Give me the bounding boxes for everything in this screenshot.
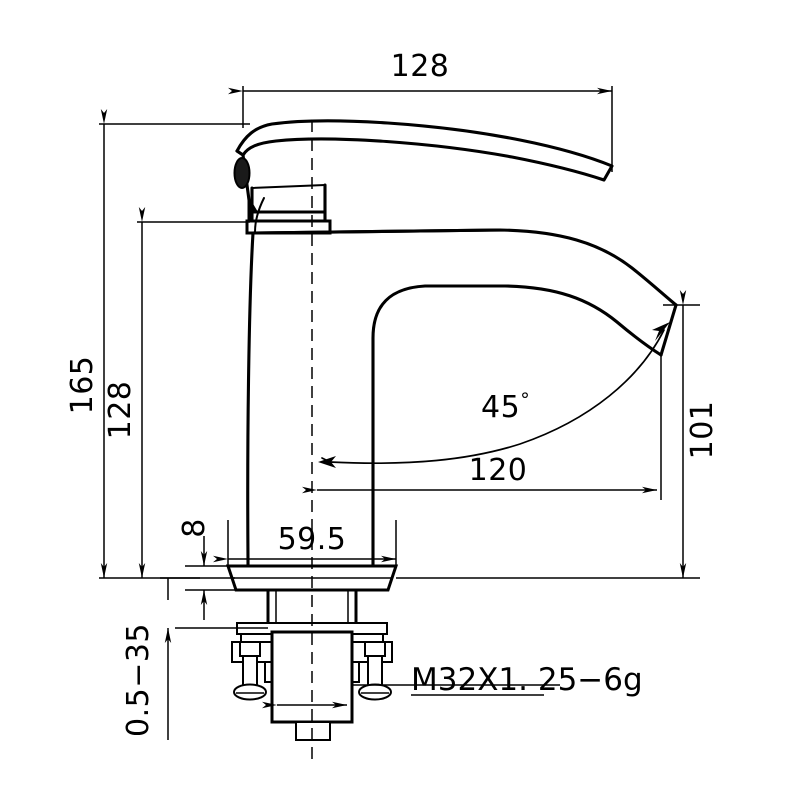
body-bottom-nipple bbox=[295, 721, 331, 741]
dim-label-101: 101 bbox=[685, 401, 720, 460]
dimension-59-5: 59.5 bbox=[213, 520, 397, 566]
dimension-120: 120 bbox=[302, 355, 662, 500]
bolt-right-cap bbox=[364, 641, 386, 657]
dimension-45-degree: 45° bbox=[318, 322, 670, 468]
dim-label-59-5: 59.5 bbox=[278, 522, 347, 557]
mounting-bolt-right-shaft bbox=[367, 654, 383, 689]
lever-pivot-cap bbox=[233, 157, 251, 189]
thread-spec-label: M32X1. 25−6g bbox=[411, 662, 643, 698]
faucet-product-geometry bbox=[225, 119, 678, 741]
angle-leader-arrowhead-tip bbox=[652, 322, 670, 341]
spout-top-edge bbox=[251, 228, 502, 235]
dimension-128-top: 128 bbox=[228, 49, 613, 172]
angle-leader-arc bbox=[329, 329, 665, 465]
handle-blade-outline bbox=[235, 119, 614, 182]
dim-label-120: 120 bbox=[469, 453, 528, 488]
dim-label-128-left: 128 bbox=[103, 381, 138, 440]
angle-leader-arrowhead bbox=[318, 456, 336, 468]
bolt-left-cap bbox=[239, 641, 261, 657]
thread-spec-callout: M32X1. 25−6g bbox=[262, 662, 643, 709]
dimension-8: 8 bbox=[177, 518, 240, 620]
spout-outer-profile bbox=[246, 228, 678, 562]
handle-stem-top-edge bbox=[251, 184, 326, 189]
dimension-165: 165 bbox=[65, 109, 250, 579]
dimension-128-left: 128 bbox=[103, 207, 250, 578]
dim-label-8: 8 bbox=[177, 518, 212, 538]
dimension-101: 101 bbox=[396, 290, 720, 579]
dim-label-165: 165 bbox=[65, 356, 100, 415]
handle-stem-collar bbox=[247, 200, 327, 223]
handle-swing-arc bbox=[254, 197, 265, 233]
spout-inner-profile bbox=[371, 284, 663, 562]
mounting-bolt-left-head bbox=[233, 683, 267, 701]
dim-label-45: 45° bbox=[481, 389, 530, 425]
dimension-0-5-35: 0.5−35 bbox=[121, 577, 268, 740]
mounting-bolt-right-head bbox=[358, 683, 392, 701]
dim-label-128-top: 128 bbox=[391, 49, 450, 84]
dim-label-0-5-35: 0.5−35 bbox=[121, 623, 156, 737]
mounting-bolt-left-shaft bbox=[242, 654, 258, 689]
spout-tip-angled-cut bbox=[659, 303, 678, 357]
